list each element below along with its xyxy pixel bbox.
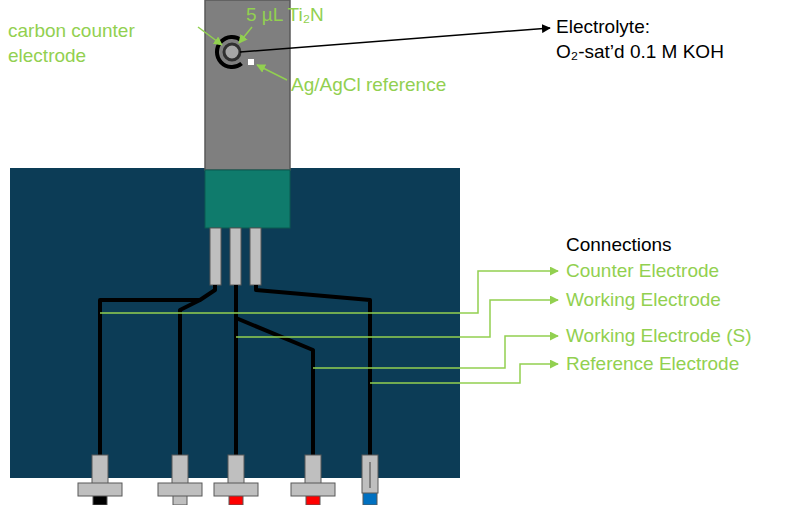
connection-label: Working Electrode (S) <box>566 324 752 348</box>
pin <box>250 228 261 285</box>
counter-electrode-arc <box>217 37 242 67</box>
strip-connector <box>205 170 290 228</box>
reference-electrode <box>248 59 254 65</box>
note-label: Electrolyte: <box>556 15 650 39</box>
leader-line <box>239 27 252 43</box>
leader-line <box>313 336 558 368</box>
working-electrode-disc <box>224 44 240 60</box>
connection-label: Working Electrode <box>566 288 721 312</box>
plug-flange <box>78 483 122 496</box>
plug <box>92 455 108 485</box>
connection-label: Counter Electrode <box>566 259 719 283</box>
leader-line <box>198 27 222 45</box>
plug <box>172 455 188 485</box>
plug <box>305 455 321 485</box>
plug <box>228 455 244 485</box>
list-heading: Connections <box>566 233 672 257</box>
leader-line <box>240 28 550 52</box>
part-label: 5 µL Ti₂N <box>246 3 324 27</box>
leader-line <box>257 65 287 80</box>
leader-line <box>370 364 558 383</box>
leader-line <box>236 300 558 337</box>
plug-flange <box>291 483 335 496</box>
part-label: Ag/AgCl reference <box>291 73 446 97</box>
pin <box>210 228 221 285</box>
wire <box>234 285 238 457</box>
connection-label: Reference Electrode <box>566 352 739 376</box>
plug <box>362 455 378 493</box>
plug-flange <box>214 483 258 496</box>
electrode-strip <box>205 0 290 170</box>
part-label: carbon counter electrode <box>8 18 153 68</box>
wire <box>180 300 200 457</box>
wire <box>256 285 370 457</box>
plug-flange <box>158 483 202 496</box>
note-label: O₂-sat’d 0.1 M KOH <box>556 40 724 64</box>
wire <box>100 285 215 457</box>
connector-board <box>10 168 460 478</box>
pin <box>230 228 241 285</box>
plug-detail <box>370 462 371 488</box>
wire <box>236 318 313 457</box>
